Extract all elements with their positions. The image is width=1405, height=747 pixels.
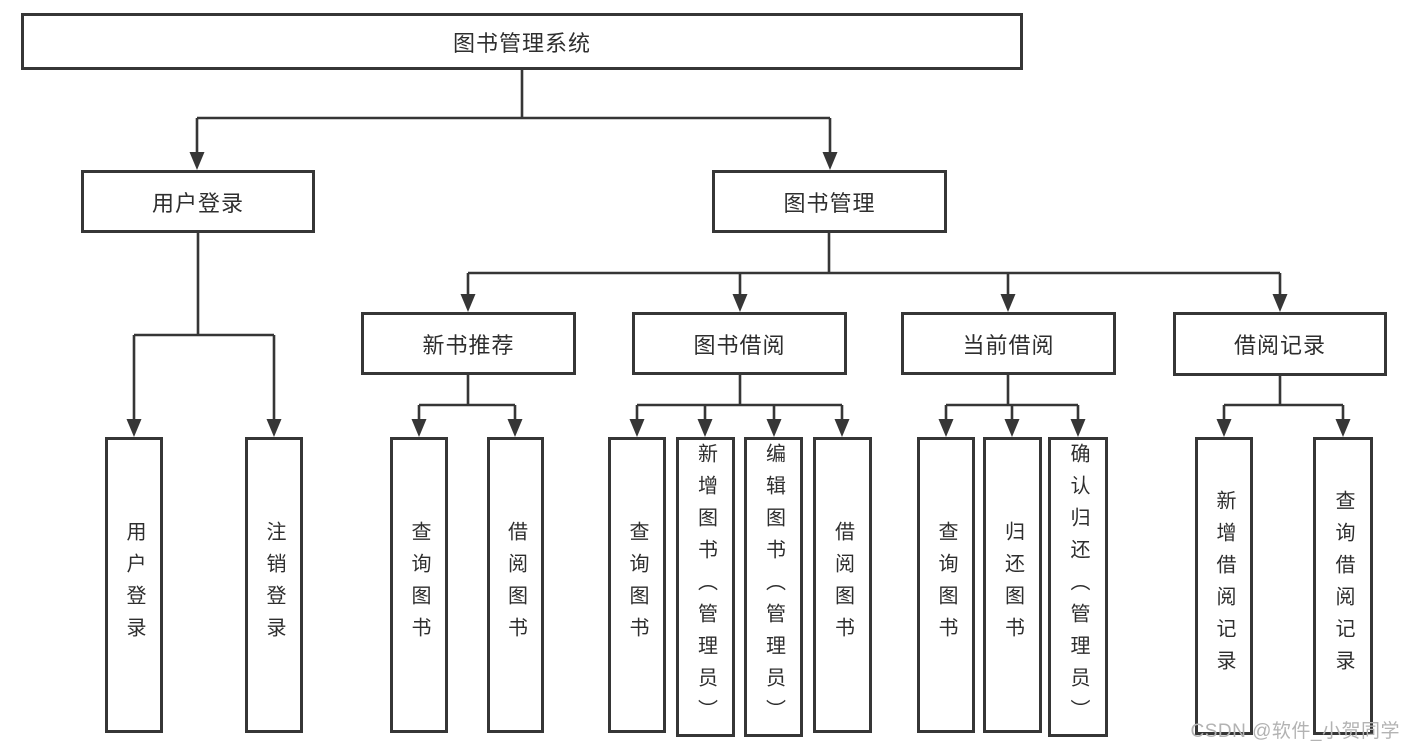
leaf-query-book-borrow: 查询图书 [608, 437, 666, 733]
leaf-label: 查询借阅记录 [1332, 490, 1354, 682]
leaf-label: 查询图书 [935, 521, 957, 649]
leaf-query-book-current: 查询图书 [917, 437, 975, 733]
leaf-add-book-admin: 新增图书（管理员） [676, 437, 735, 737]
leaf-label: 用户登录 [123, 521, 145, 649]
leaf-label: 借阅图书 [504, 521, 527, 649]
leaf-query-book-recommend: 查询图书 [390, 437, 448, 733]
leaf-label: 新增图书（管理员） [694, 443, 717, 731]
node-book-management: 图书管理 [712, 170, 947, 233]
leaf-logout: 注销登录 [245, 437, 303, 733]
leaf-add-borrow-record: 新增借阅记录 [1195, 437, 1253, 735]
node-root-system: 图书管理系统 [21, 13, 1023, 70]
leaf-borrow-book: 借阅图书 [813, 437, 872, 733]
leaf-label: 注销登录 [263, 521, 285, 649]
node-current-borrow: 当前借阅 [901, 312, 1116, 375]
leaf-label: 编辑图书（管理员） [762, 443, 785, 731]
node-user-login: 用户登录 [81, 170, 315, 233]
node-book-borrow: 图书借阅 [632, 312, 847, 375]
leaf-return-book: 归还图书 [983, 437, 1042, 733]
leaf-borrow-book-recommend: 借阅图书 [487, 437, 544, 733]
node-new-book-recommend: 新书推荐 [361, 312, 576, 375]
leaf-label: 归还图书 [1001, 521, 1024, 649]
leaf-edit-book-admin: 编辑图书（管理员） [744, 437, 803, 737]
node-borrow-record: 借阅记录 [1173, 312, 1387, 376]
leaf-confirm-return-admin: 确认归还（管理员） [1048, 437, 1108, 737]
leaf-user-login: 用户登录 [105, 437, 163, 733]
csdn-watermark: CSDN @软件_小贺同学 [1190, 721, 1400, 742]
leaf-label: 查询图书 [408, 521, 430, 649]
leaf-label: 新增借阅记录 [1213, 490, 1235, 682]
leaf-query-borrow-record: 查询借阅记录 [1313, 437, 1373, 735]
leaf-label: 借阅图书 [831, 521, 854, 649]
leaf-label: 确认归还（管理员） [1067, 443, 1089, 731]
arrowhead-icons [126, 152, 1351, 437]
leaf-label: 查询图书 [626, 521, 648, 649]
